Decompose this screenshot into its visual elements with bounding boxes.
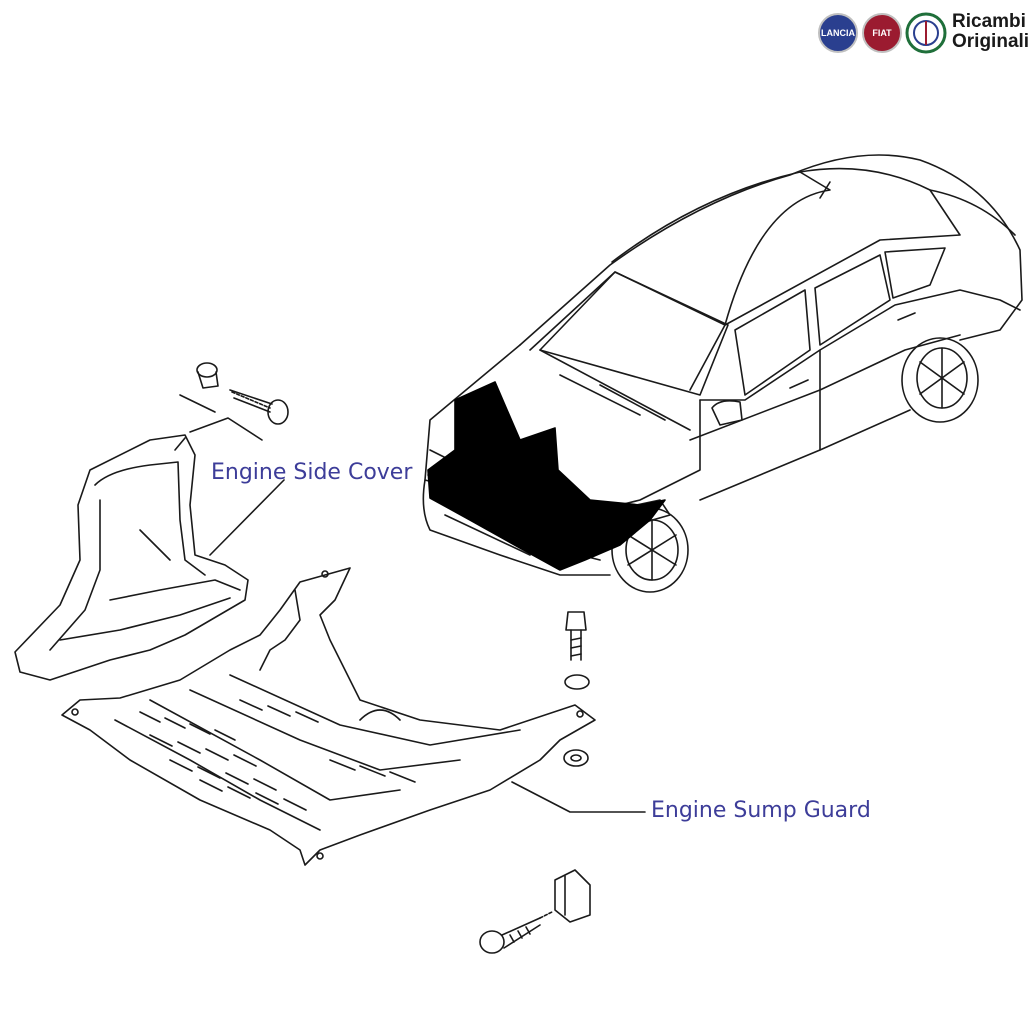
side-cover-bolt [229,389,289,425]
side-cover-leader [209,479,285,556]
leader-lines-side [179,394,263,441]
flat-washer [563,749,589,767]
brand-logos: LANCIA FIAT [818,12,947,54]
front-wheel [611,507,689,593]
spring-washer [564,674,590,690]
self-tapping-screw [479,911,553,954]
rear-wheel [901,337,979,423]
engine-sump-guard [61,567,596,866]
alfa-romeo-badge [905,12,947,54]
engine-side-cover-label: Engine Side Cover [211,460,413,485]
brand-line-2: Originali [952,31,1030,52]
clip-nut [554,869,591,923]
svg-text:LANCIA: LANCIA [821,28,855,38]
engine-sump-guard-label: Engine Sump Guard [651,798,871,823]
engine-side-cover [14,434,249,681]
highlighted-engine-underside [427,381,666,571]
hex-bolt [565,611,587,661]
lancia-badge: LANCIA [818,13,858,53]
sump-guard-leader [511,781,646,813]
push-clip [196,362,219,389]
fiat-badge: FIAT [862,13,902,53]
brand-line-1: Ricambi [952,11,1026,32]
svg-text:FIAT: FIAT [872,28,892,38]
